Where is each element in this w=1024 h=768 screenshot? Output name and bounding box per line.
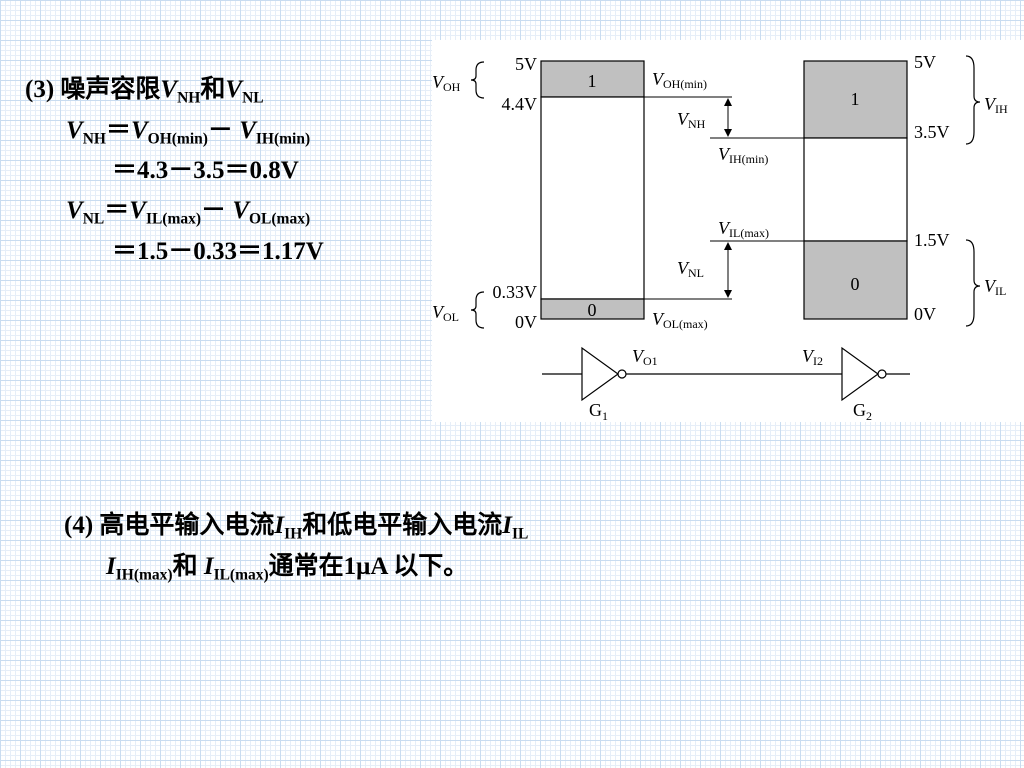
noise-margin-diagram: 1 0 5V 4.4V 0.33V 0V VOH VOL VOH(min) VN… xyxy=(432,40,1024,422)
output-mid-region xyxy=(540,96,645,300)
vnl-arrow-head-up xyxy=(724,242,732,250)
vo1-label: VO1 xyxy=(632,346,658,368)
section3-number: (3) xyxy=(25,76,55,103)
vol-max-label: VOL(max) xyxy=(652,309,708,331)
vnl-arrow-head-down xyxy=(724,290,732,298)
vil-max-label: VIL(max) xyxy=(718,218,769,240)
vol-brace xyxy=(470,291,485,329)
voh-min-label: VOH(min) xyxy=(652,69,707,91)
noise-margin-annotations: VOH(min) VNH VIH(min) VIL(max) VNL VOL(m… xyxy=(644,69,804,331)
left-4-4v-label: 4.4V xyxy=(502,94,538,114)
left-5v-label: 5V xyxy=(515,54,537,74)
right-5v-label: 5V xyxy=(914,52,936,72)
g1-inverter-symbol xyxy=(581,346,620,402)
vnl-result: ＝1.5－0.33＝1.17V xyxy=(112,238,324,265)
vol-label: VOL xyxy=(432,302,459,324)
input-low-box-label: 0 xyxy=(851,274,860,294)
g2-inverter-symbol xyxy=(841,346,880,402)
vnh-arrow-head-up xyxy=(724,98,732,106)
vnl-formula: VNL＝VIL(max)－ VOL(max) xyxy=(66,197,311,228)
vil-brace xyxy=(965,239,981,327)
left-0v-label: 0V xyxy=(515,312,537,332)
input-low-region xyxy=(803,240,908,320)
right-3-5v-label: 3.5V xyxy=(914,122,950,142)
section4-number: (4) xyxy=(64,512,94,539)
vnl-label: VNL xyxy=(677,258,704,280)
input-level-column: 1 0 5V 3.5V 1.5V 0V VIH VIL xyxy=(803,52,1008,327)
input-high-box-label: 1 xyxy=(851,89,860,109)
output-low-box-label: 0 xyxy=(588,300,597,320)
inverter-circuit: VO1 VI2 G1 G2 xyxy=(542,346,910,422)
section4-heading: (4) 高电平输入电流IIH和低电平输入电流IIL xyxy=(64,512,529,543)
g1-inverter-bubble xyxy=(617,369,627,379)
right-1-5v-label: 1.5V xyxy=(914,230,950,250)
g2-inverter-bubble xyxy=(877,369,887,379)
vil-label: VIL xyxy=(984,276,1006,298)
vnh-arrow-head-down xyxy=(724,129,732,137)
output-level-column: 1 0 5V 4.4V 0.33V 0V VOH VOL xyxy=(432,54,645,332)
section3-heading: (3) 噪声容限VNH和VNL xyxy=(25,76,264,107)
noise-margin-svg: 1 0 5V 4.4V 0.33V 0V VOH VOL VOH(min) VN… xyxy=(432,52,1008,422)
vnh-formula: VNH＝VOH(min)－ VIH(min) xyxy=(66,117,311,148)
output-low-region xyxy=(540,298,645,320)
vih-min-label: VIH(min) xyxy=(718,144,768,166)
vnh-result: ＝4.3－3.5＝0.8V xyxy=(112,157,299,184)
g2-label: G2 xyxy=(853,400,872,422)
voh-label: VOH xyxy=(432,72,461,94)
g1-label: G1 xyxy=(589,400,608,422)
vnh-label: VNH xyxy=(677,109,706,131)
vi2-label: VI2 xyxy=(802,346,823,368)
voh-brace xyxy=(470,61,485,99)
section4-detail: IIH(max)和 IIL(max)通常在1μA 以下。 xyxy=(106,553,469,584)
vih-label: VIH xyxy=(984,94,1008,116)
vih-brace xyxy=(965,55,981,145)
output-high-region xyxy=(540,60,645,98)
input-mid-region xyxy=(803,137,908,242)
section3-title: 噪声容限 xyxy=(60,76,161,103)
left-0-33v-label: 0.33V xyxy=(493,282,538,302)
output-high-box-label: 1 xyxy=(588,71,597,91)
right-0v-label: 0V xyxy=(914,304,936,324)
